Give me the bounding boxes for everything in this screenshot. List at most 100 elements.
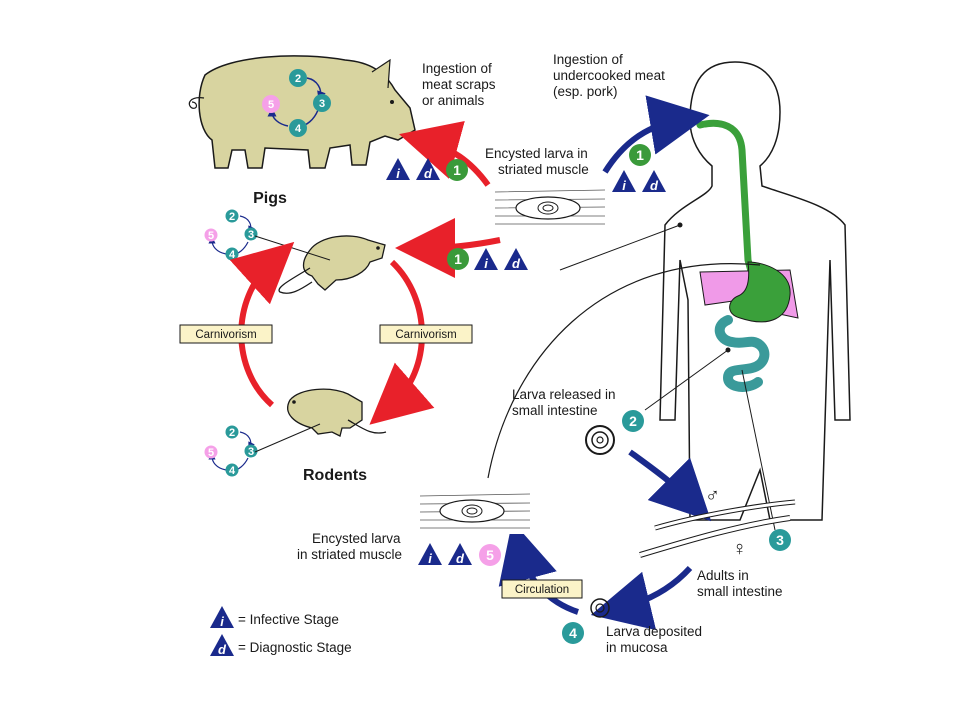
label-adults-2: small intestine [697, 584, 783, 599]
rodent-top-stage-4: 4 [229, 249, 236, 261]
pig-stage-4: 4 [295, 123, 302, 135]
human-diagnostic-letter: d [650, 178, 659, 193]
coiled-larva-released [585, 425, 615, 455]
pig-stage-2-badge [289, 69, 307, 87]
arrow-ingestion-pork [602, 95, 710, 174]
label-larva-deposited-2: in mucosa [606, 640, 668, 655]
female-symbol: ♀ [732, 538, 747, 560]
stage-3-number: 3 [776, 532, 784, 548]
stage-4-number: 4 [569, 625, 577, 641]
stage-3-badge [769, 529, 791, 551]
label-larva-released-2: small intestine [512, 403, 598, 418]
carnivorism-right-box [379, 324, 473, 344]
label-encysted-bottom-1: Encysted larva [312, 531, 401, 546]
pointer-shoulder [559, 224, 681, 271]
adult-worms [639, 499, 796, 558]
legend-infective-letter: i [220, 614, 224, 629]
carnivorism-left-label: Carnivorism [195, 329, 256, 341]
pig-infective-badge [386, 158, 410, 180]
stomach [729, 261, 791, 323]
rodent-bottom-stage-5: 5 [208, 447, 214, 459]
pig-stage-5-badge [262, 95, 280, 113]
label-encysted-bottom-2: in striated muscle [297, 547, 402, 562]
muscle-infective-letter: i [428, 551, 432, 566]
human-infective-letter: i [622, 178, 626, 193]
rodent-bottom-stage-4: 4 [229, 465, 236, 477]
label-larva-released-1: Larva released in [512, 387, 616, 402]
pig-infective-letter: i [396, 166, 400, 181]
legend-infective-badge [210, 606, 234, 628]
legend-diagnostic-text: = Diagnostic Stage [238, 640, 352, 655]
rodent-infective-badge [474, 248, 498, 270]
rodent-infective-letter: i [484, 256, 488, 271]
muscle-stage-5: 5 [486, 547, 494, 563]
arrow-release-to-adults [628, 449, 712, 522]
rodent-top-stage-3: 3 [248, 229, 254, 241]
pig-stage-3: 3 [319, 98, 325, 110]
rodent-top [278, 235, 386, 294]
label-encysted-top-2: striated muscle [498, 162, 589, 177]
legend-infective-text: = Infective Stage [238, 612, 339, 627]
carnivorism-right-label: Carnivorism [395, 329, 456, 341]
label-encysted-top-1: Encysted larva in [485, 146, 588, 161]
pig-diagnostic-badge [416, 158, 440, 180]
small-intestine [714, 315, 770, 392]
carnivorism-left-box [179, 324, 273, 344]
pig-diagnostic-letter: d [424, 166, 433, 181]
human-diagnostic-badge [642, 170, 666, 192]
muscle-tissue-bottom [419, 490, 531, 534]
circulation-box [501, 579, 583, 599]
label-ingestion-scraps-3: or animals [422, 93, 485, 108]
rodent-bottom-stage-3: 3 [248, 446, 254, 458]
stage-2-number: 2 [629, 413, 637, 429]
stage-2-badge [622, 410, 644, 432]
rodent-stage-1: 1 [454, 251, 462, 267]
arrow-muscle-to-rodent [395, 217, 501, 278]
label-ingestion-pork-1: Ingestion of [553, 52, 623, 67]
rodent-bottom [287, 388, 387, 437]
rodent-bottom-stage-2: 2 [229, 427, 235, 439]
pointer-intestine-2 [644, 349, 729, 411]
muscle-diagnostic-letter: d [456, 551, 465, 566]
rodent-bottom-mini-cycle: 2 3 4 5 [204, 423, 321, 477]
rodent-stage-1-badge [447, 248, 469, 270]
pig-stage-5: 5 [268, 99, 274, 111]
pig-stage-2: 2 [295, 73, 301, 85]
arrow-adults-to-mucosa [590, 565, 693, 631]
human-stage-1-badge [629, 144, 651, 166]
stage-4-badge [562, 622, 584, 644]
legend: i = Infective Stage d = Diagnostic Stage [210, 606, 352, 657]
male-symbol: ♂ [705, 485, 720, 507]
rodent-top-stage-5: 5 [208, 230, 214, 242]
pig-mini-cycle: 2 3 4 5 [262, 69, 331, 137]
legend-diagnostic-letter: d [218, 642, 227, 657]
muscle-tissue-top [494, 186, 606, 230]
pig [188, 55, 416, 169]
human-stage-1: 1 [636, 147, 644, 163]
label-ingestion-scraps-2: meat scraps [422, 77, 496, 92]
circulation-label: Circulation [515, 584, 569, 596]
pig-stage-1-badge [446, 159, 468, 181]
rodent-diagnostic-badge [504, 248, 528, 270]
pig-stage-4-badge [289, 119, 307, 137]
muscle-stage-5-badge [479, 544, 501, 566]
arrow-muscle-to-pig [399, 120, 491, 187]
coiled-larva-deposited [590, 598, 610, 618]
pig-stage-1: 1 [453, 162, 461, 178]
pigs-title: Pigs [253, 190, 287, 207]
label-ingestion-pork-2: undercooked meat [553, 68, 665, 83]
rodents-title: Rodents [303, 467, 367, 484]
muscle-infective-badge [418, 543, 442, 565]
rodent-diagnostic-letter: d [512, 256, 521, 271]
label-larva-deposited-1: Larva deposited [606, 624, 702, 639]
pig-stage-3-badge [313, 94, 331, 112]
systemic-arc [487, 263, 761, 479]
human-infective-badge [612, 170, 636, 192]
label-ingestion-scraps-1: Ingestion of [422, 61, 492, 76]
legend-diagnostic-badge [210, 634, 234, 656]
label-adults-1: Adults in [697, 568, 749, 583]
muscle-diagnostic-badge [448, 543, 472, 565]
rodent-top-stage-2: 2 [229, 211, 235, 223]
label-ingestion-pork-3: (esp. pork) [553, 84, 618, 99]
